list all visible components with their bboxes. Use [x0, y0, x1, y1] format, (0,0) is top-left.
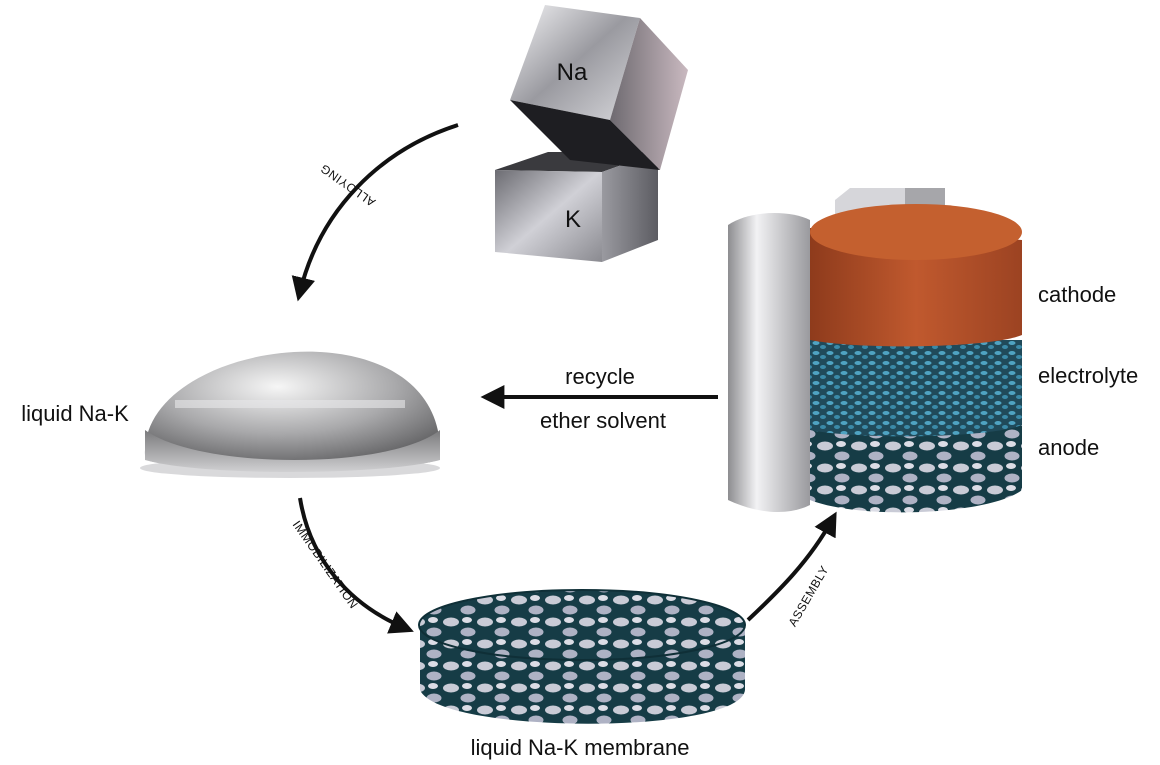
- cathode-label: cathode: [1038, 282, 1116, 307]
- battery-cell: [728, 188, 1022, 513]
- anode-layer: [810, 425, 1022, 513]
- electrolyte-label: electrolyte: [1038, 363, 1138, 388]
- liquid-nak-droplet: [140, 335, 440, 478]
- droplet-label: liquid Na-K: [21, 401, 129, 426]
- alloying-arrow: [291, 123, 459, 302]
- electrolyte-layer: [810, 340, 1022, 437]
- anode-label: anode: [1038, 435, 1099, 460]
- sodium-potassium-cubes: Na K: [495, 5, 688, 262]
- ether-solvent-label: ether solvent: [540, 408, 666, 433]
- membrane-label: liquid Na-K membrane: [471, 735, 690, 760]
- recycle-label: recycle: [565, 364, 635, 389]
- cube-label-na: Na: [557, 59, 588, 86]
- cube-label-k: K: [565, 206, 581, 233]
- cathode-layer: [810, 204, 1022, 347]
- immobilization-arrow: [298, 497, 414, 634]
- alloying-step-label: ALLOYING: [317, 161, 377, 209]
- immobilization-step-label: IMMOBILIZATION: [290, 518, 361, 611]
- sodium-cube: [510, 5, 688, 170]
- assembly-arrow: [746, 511, 837, 622]
- liquid-nak-membrane: [418, 589, 746, 724]
